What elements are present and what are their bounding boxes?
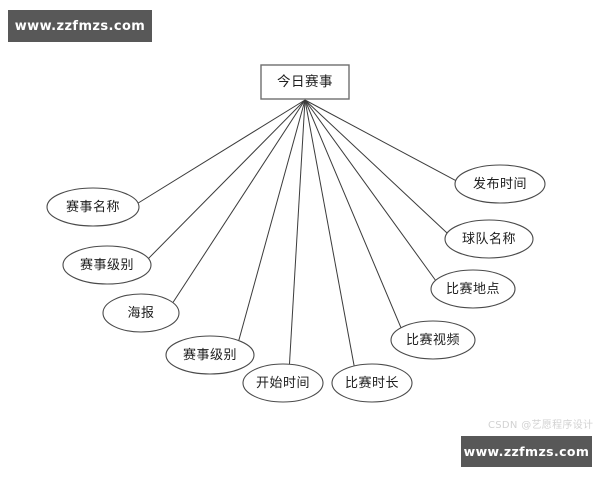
edge-lines-group — [137, 99, 456, 367]
attribute-node-label-8: 比赛地点 — [446, 281, 500, 296]
edge-line-2 — [148, 99, 306, 259]
attribute-node-label-1: 赛事名称 — [66, 199, 120, 214]
attribute-node-label-2: 赛事级别 — [80, 257, 134, 272]
watermark-banner-top-left: www.zzfmzs.com — [8, 10, 152, 42]
edge-line-8 — [304, 99, 436, 281]
attribute-node-label-9: 球队名称 — [462, 231, 516, 246]
edge-line-10 — [304, 99, 456, 182]
edge-line-7 — [304, 99, 402, 328]
edge-line-4 — [238, 99, 306, 341]
entity-node-root[interactable] — [260, 64, 350, 100]
attribute-node-2[interactable] — [62, 245, 152, 285]
attribute-node-1[interactable] — [46, 187, 140, 227]
entity-node-root-label: 今日赛事 — [277, 74, 333, 89]
attribute-node-label-4: 赛事级别 — [183, 347, 237, 362]
edge-line-3 — [172, 99, 306, 303]
watermark-banner-bottom-right: www.zzfmzs.com — [461, 436, 592, 467]
attribute-node-label-5: 开始时间 — [256, 375, 310, 390]
edge-line-5 — [288, 99, 306, 365]
csdn-credit-text: CSDN @艺愿程序设计 — [488, 420, 594, 431]
attribute-node-label-3: 海报 — [127, 305, 154, 320]
attribute-node-9[interactable] — [444, 219, 534, 259]
attribute-node-3[interactable] — [102, 293, 180, 333]
attribute-node-label-7: 比赛视频 — [406, 332, 460, 347]
attribute-node-label-6: 比赛时长 — [345, 375, 399, 390]
attribute-node-6[interactable] — [331, 363, 413, 403]
attribute-node-7[interactable] — [390, 320, 476, 360]
attribute-node-5[interactable] — [242, 363, 324, 403]
entity-nodes-group: 今日赛事赛事名称赛事级别海报赛事级别开始时间比赛时长比赛视频比赛地点球队名称发布… — [46, 64, 546, 403]
attribute-node-10[interactable] — [454, 164, 546, 204]
attribute-node-8[interactable] — [430, 269, 516, 309]
attribute-node-4[interactable] — [165, 335, 255, 375]
edge-line-9 — [304, 99, 448, 234]
edge-line-6 — [304, 99, 355, 367]
edge-line-1 — [137, 99, 306, 204]
attribute-node-label-10: 发布时间 — [473, 176, 527, 191]
